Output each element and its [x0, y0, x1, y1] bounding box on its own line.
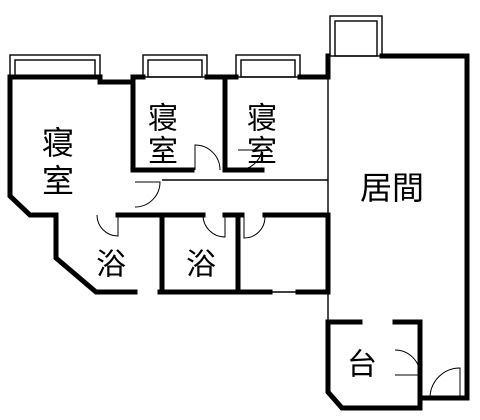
- label-kitchen: 台: [347, 348, 377, 383]
- door-bath-left: [96, 214, 119, 237]
- balcony-bedroom-middle: [142, 54, 208, 78]
- door-bedroom-right: [237, 149, 263, 171]
- door-bedroom-large: [134, 181, 161, 208]
- label-bedroom-middle-1: 寝: [148, 102, 178, 137]
- door-bath-right: [202, 214, 226, 238]
- door-bedroom-middle: [194, 144, 221, 171]
- label-bath-right: 浴: [186, 248, 216, 283]
- label-bedroom-large-2: 室: [42, 162, 74, 200]
- balcony-bedroom-right: [235, 54, 301, 78]
- label-living-room: 居間: [360, 169, 424, 207]
- balcony-living: [329, 15, 383, 57]
- label-bedroom-large-1: 寝: [42, 124, 74, 162]
- room-labels: 寝 室 寝 室 寝 室 居間 浴 浴 台: [42, 102, 424, 383]
- door-utility: [243, 215, 266, 239]
- doors: [96, 144, 461, 399]
- label-bath-left: 浴: [96, 248, 126, 283]
- door-kitchen: [394, 349, 421, 376]
- label-bedroom-right-2: 室: [247, 135, 277, 170]
- corridor-lines: [162, 77, 329, 322]
- label-bedroom-middle-2: 室: [148, 135, 178, 170]
- balcony-bedroom-large: [9, 54, 101, 78]
- walls: [7, 53, 470, 411]
- label-bedroom-right-1: 寝: [247, 102, 277, 137]
- door-entrance: [429, 367, 461, 399]
